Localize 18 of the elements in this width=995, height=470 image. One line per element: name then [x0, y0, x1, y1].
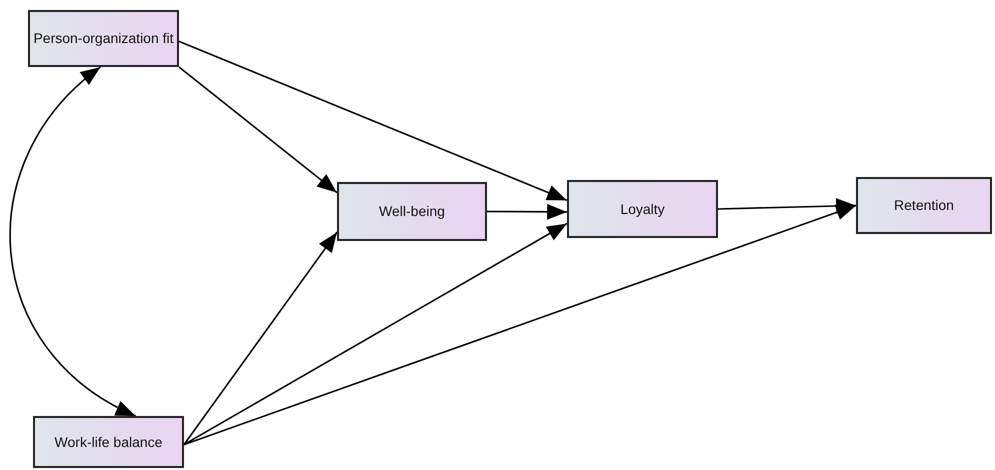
arrow: [178, 66, 338, 194]
variable-box: [28, 10, 179, 67]
arrow: [184, 204, 856, 446]
variable-label: Work-life balance: [54, 434, 162, 450]
variable-box: [567, 180, 718, 238]
arrow: [487, 204, 567, 220]
double-headed-arrow: [10, 66, 136, 417]
arrow: [718, 198, 856, 214]
variable-box: [856, 177, 992, 234]
variable-label: Loyalty: [620, 200, 665, 218]
variable-label: Well-being: [379, 203, 445, 220]
arrow: [184, 222, 568, 446]
variable-label: Retention: [894, 197, 954, 214]
variable-box: [33, 416, 184, 468]
arrow: [183, 232, 338, 446]
variable-box: [337, 182, 487, 241]
variable-label: Person-organization fit: [33, 30, 174, 47]
arrow: [178, 40, 568, 202]
